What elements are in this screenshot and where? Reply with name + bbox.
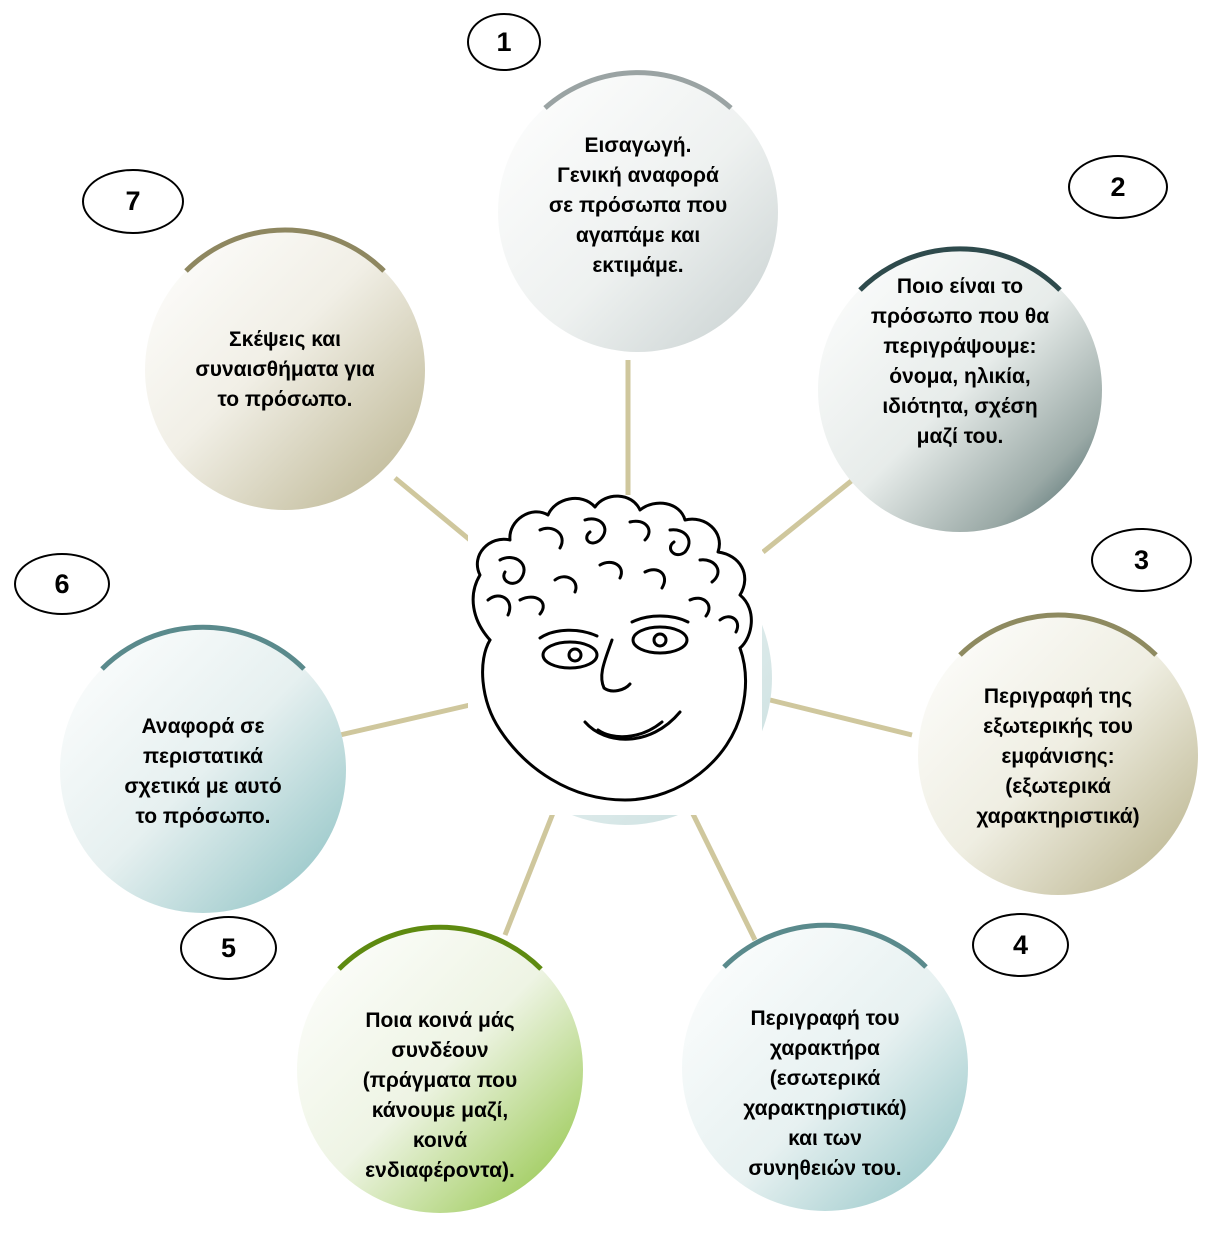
step-1-text: Εισαγωγή. Γενική αναφορά σε πρόσωπα που …	[548, 134, 728, 277]
bubble-3	[918, 612, 1198, 895]
bubble-4	[682, 922, 968, 1211]
step-2-number: 2	[1068, 155, 1168, 219]
step-7-text: Σκέψεις και συναισθήματα για το πρόσωπο.	[195, 328, 375, 411]
bubble-7	[145, 227, 425, 510]
connector-6	[339, 702, 471, 738]
step-4-number: 4	[972, 913, 1069, 977]
bubble-6	[60, 624, 346, 913]
step-6-number: 6	[14, 553, 110, 615]
face-illustration	[471, 494, 753, 802]
step-7-number: 7	[82, 169, 184, 234]
bubble-5	[297, 924, 583, 1213]
connector-4	[687, 806, 758, 942]
step-4-text: Περιγραφή του χαρακτήρα (εσωτερικά χαρακ…	[743, 1007, 907, 1180]
step-6-text: Αναφορά σε περιστατικά σχετικά με αυτό τ…	[124, 715, 282, 828]
step-2-text: Ποιο είναι το πρόσωπο που θα περιγράψουμ…	[870, 275, 1050, 448]
step-5-number: 5	[180, 916, 277, 980]
connector-3	[769, 697, 913, 738]
bubble-1	[498, 70, 778, 352]
connector-2	[761, 476, 857, 554]
step-3-text: Περιγραφή της εξωτερικής του εμφάνισης: …	[976, 685, 1140, 828]
connector-5	[502, 807, 558, 936]
step-3-number: 3	[1091, 528, 1192, 592]
step-5-text: Ποια κοινά μάς συνδέουν (πράγματα που κά…	[362, 1009, 518, 1182]
bubble-2	[818, 246, 1102, 532]
connector-7	[393, 476, 472, 542]
step-1-number: 1	[467, 13, 541, 71]
connector-lines	[339, 360, 913, 942]
